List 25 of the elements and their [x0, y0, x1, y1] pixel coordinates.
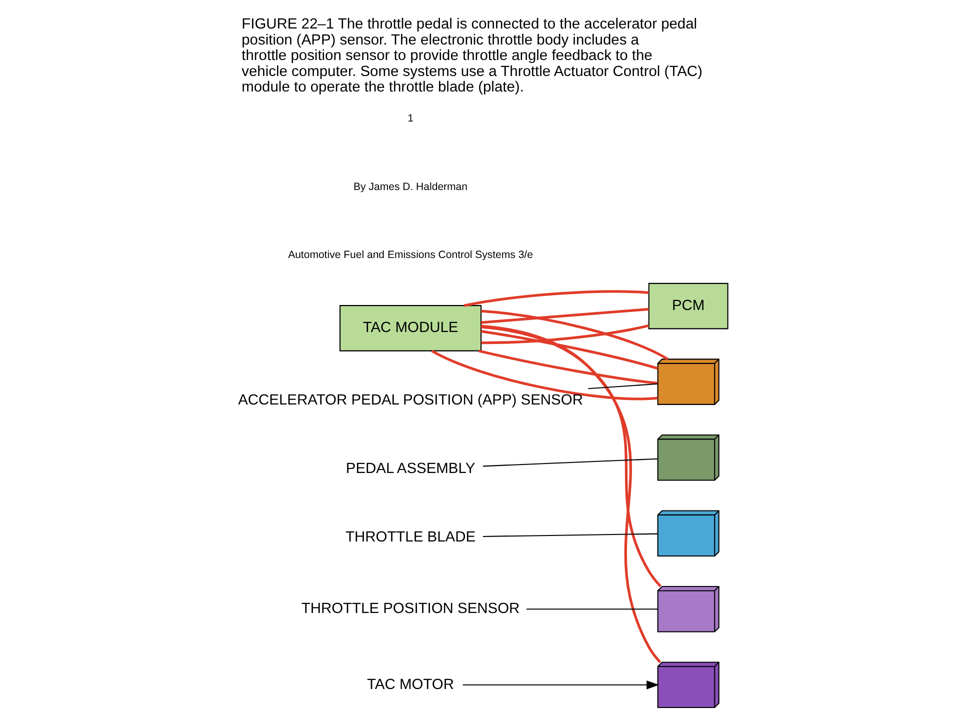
connector [526, 608, 658, 610]
node-text: TAC MOTOR [366, 676, 454, 693]
node-box: PCM [648, 282, 728, 330]
connector [482, 458, 658, 467]
caption: FIGURE 22–1 The throttle pedal is connected to the accelerator pedal position (APP) sensor. The electronic throttle body includes a throttle position sensor to provide throttle angle feedback to the vehicle computer. Some systems use a Throttle Actuator Control (TAC) module to operate the throttle blade (plate). [241, 16, 702, 96]
label: 1 [407, 112, 413, 124]
label: Automotive Fuel and Emissions Control Systems 3/e [288, 249, 532, 262]
connector [482, 533, 658, 537]
connector [480, 308, 648, 324]
node-text: PEDAL ASSEMBLY [345, 461, 475, 478]
label: By James D. Halderman [353, 180, 468, 193]
node-text: THROTTLE POSITION SENSOR [300, 601, 520, 618]
connector [588, 383, 658, 390]
node-text: ACCELERATOR PEDAL POSITION (APP) SENSOR [238, 392, 582, 409]
connector [480, 310, 668, 360]
connector [430, 350, 658, 400]
connector [463, 290, 648, 307]
node-box: TAC MODULE [339, 305, 482, 352]
node-text: THROTTLE BLADE [345, 529, 476, 546]
arrow [462, 680, 659, 690]
connector [480, 324, 661, 664]
connector [478, 350, 658, 385]
connector [480, 330, 658, 370]
connector [480, 324, 649, 344]
connector [480, 326, 661, 588]
